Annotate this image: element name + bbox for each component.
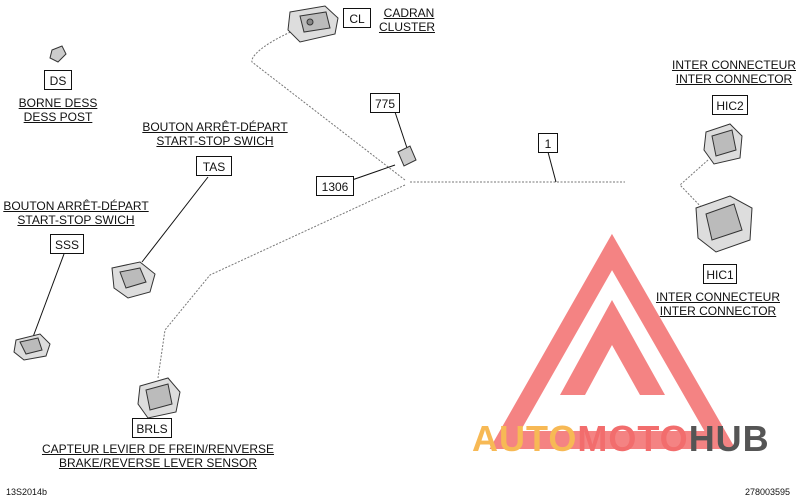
footer-right-code: 278003595 <box>745 487 791 497</box>
callout-1: 1 <box>538 133 558 153</box>
label-hic2-fr: INTER CONNECTEUR <box>671 58 796 72</box>
tas-connector-icon <box>111 261 156 299</box>
code-box-ds: DS <box>44 70 72 90</box>
wire-hic <box>679 159 709 213</box>
splice-icon <box>397 145 417 167</box>
label-hic1-fr: INTER CONNECTEUR <box>655 290 780 304</box>
leader-tas <box>141 176 209 263</box>
watermark-hub: HUB <box>688 418 770 459</box>
watermark-moto: MOTO <box>577 418 689 459</box>
callout-775: 775 <box>370 93 400 113</box>
code-box-hic1: HIC1 <box>703 264 737 284</box>
code-box-tas: TAS <box>196 156 232 176</box>
wire-to-brls <box>157 184 406 379</box>
label-cl-en: CLUSTER <box>378 20 435 34</box>
label-brls-fr: CAPTEUR LEVIER DE FREIN/RENVERSE <box>41 442 275 456</box>
label-hic1-en: INTER CONNECTOR <box>659 304 777 318</box>
code-box-cl: CL <box>343 8 371 28</box>
hic2-connector-icon <box>703 123 743 165</box>
brls-connector-icon <box>137 377 181 419</box>
label-sss-en: START-STOP SWICH <box>17 213 135 227</box>
code-box-sss: SSS <box>50 234 84 254</box>
footer-left-code: 13S2014b <box>6 487 48 497</box>
label-sss-fr: BOUTON ARRÊT-DÉPART <box>3 199 149 213</box>
code-box-brls: BRLS <box>132 418 172 438</box>
cluster-connector-icon <box>287 5 339 43</box>
wire-to-cluster <box>251 27 406 181</box>
label-tas-fr: BOUTON ARRÊT-DÉPART <box>142 120 288 134</box>
leader-775 <box>394 111 408 149</box>
label-ds-fr: BORNE DESS <box>18 96 98 110</box>
code-box-hic2: HIC2 <box>712 95 748 115</box>
label-hic2-en: INTER CONNECTOR <box>675 72 793 86</box>
hic1-connector-icon <box>695 195 753 253</box>
label-cl-fr: CADRAN <box>383 6 435 20</box>
leader-1306 <box>351 164 396 181</box>
label-brls-en: BRAKE/REVERSE LEVER SENSOR <box>58 456 258 470</box>
label-ds-en: DESS POST <box>23 110 93 124</box>
label-tas-en: START-STOP SWICH <box>156 134 274 148</box>
sss-connector-icon <box>13 333 51 361</box>
dess-post-icon <box>49 45 67 63</box>
watermark-text: AUTOMOTOHUB <box>472 418 770 460</box>
callout-1306: 1306 <box>316 176 354 196</box>
watermark-auto: AUTO <box>472 418 578 459</box>
leader-sss <box>32 253 65 338</box>
leader-1 <box>547 151 557 183</box>
